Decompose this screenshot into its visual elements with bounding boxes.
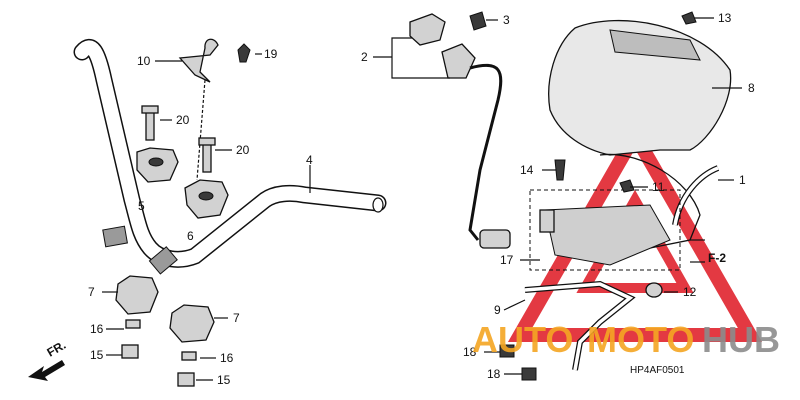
front-arrow-label: FR. [45, 338, 69, 360]
diagram-code: HP4AF0501 [630, 365, 685, 376]
callout-16-a: 16 [90, 322, 104, 336]
upper-holder-part-5 [136, 105, 179, 183]
callout-15-a: 15 [90, 348, 104, 362]
callout-17: 17 [500, 253, 514, 267]
callout-4: 4 [306, 153, 313, 167]
bracket-part-9 [499, 159, 705, 381]
callout-14: 14 [520, 163, 534, 177]
callout-9: 9 [494, 303, 501, 317]
callout-labels: 10 19 20 20 4 5 6 7 7 16 15 16 15 2 3 13… [88, 11, 755, 387]
callout-11: 11 [652, 180, 665, 194]
upper-holder-part-6 [184, 137, 229, 219]
callout-1: 1 [739, 173, 746, 187]
cowl-part-8 [548, 11, 732, 251]
callout-5: 5 [138, 199, 145, 213]
callout-20-a: 20 [176, 113, 190, 127]
callout-15-b: 15 [217, 373, 231, 387]
leader-lines [102, 17, 742, 381]
watermark-part-1: AUTO [472, 319, 573, 360]
callout-7-a: 7 [88, 285, 95, 299]
lower-holder-right [169, 304, 215, 387]
callout-6: 6 [187, 229, 194, 243]
watermark-part-2: MOTO [587, 319, 694, 360]
watermark-text: AUTO MOTO HUB [472, 319, 780, 360]
callout-8: 8 [748, 81, 755, 95]
ref-label-f2: F-2 [708, 251, 726, 265]
switch-assembly-part-2 [409, 11, 511, 249]
callout-18-a: 18 [463, 345, 477, 359]
watermark-part-3: HUB [702, 319, 780, 360]
callout-16-b: 16 [220, 351, 234, 365]
callout-12: 12 [683, 285, 697, 299]
handlebar [73, 39, 387, 275]
hose-part-1 [672, 165, 720, 226]
callout-13: 13 [718, 11, 732, 25]
front-arrow: FR. [28, 338, 68, 381]
callout-19: 19 [264, 47, 278, 61]
callout-20-b: 20 [236, 143, 250, 157]
callout-10: 10 [137, 54, 151, 68]
lower-holder-left [115, 275, 159, 359]
callout-3: 3 [503, 13, 510, 27]
bracket-part-10 [178, 38, 251, 181]
callout-7-b: 7 [233, 311, 240, 325]
callout-18-b: 18 [487, 367, 501, 381]
callout-2: 2 [361, 50, 368, 64]
